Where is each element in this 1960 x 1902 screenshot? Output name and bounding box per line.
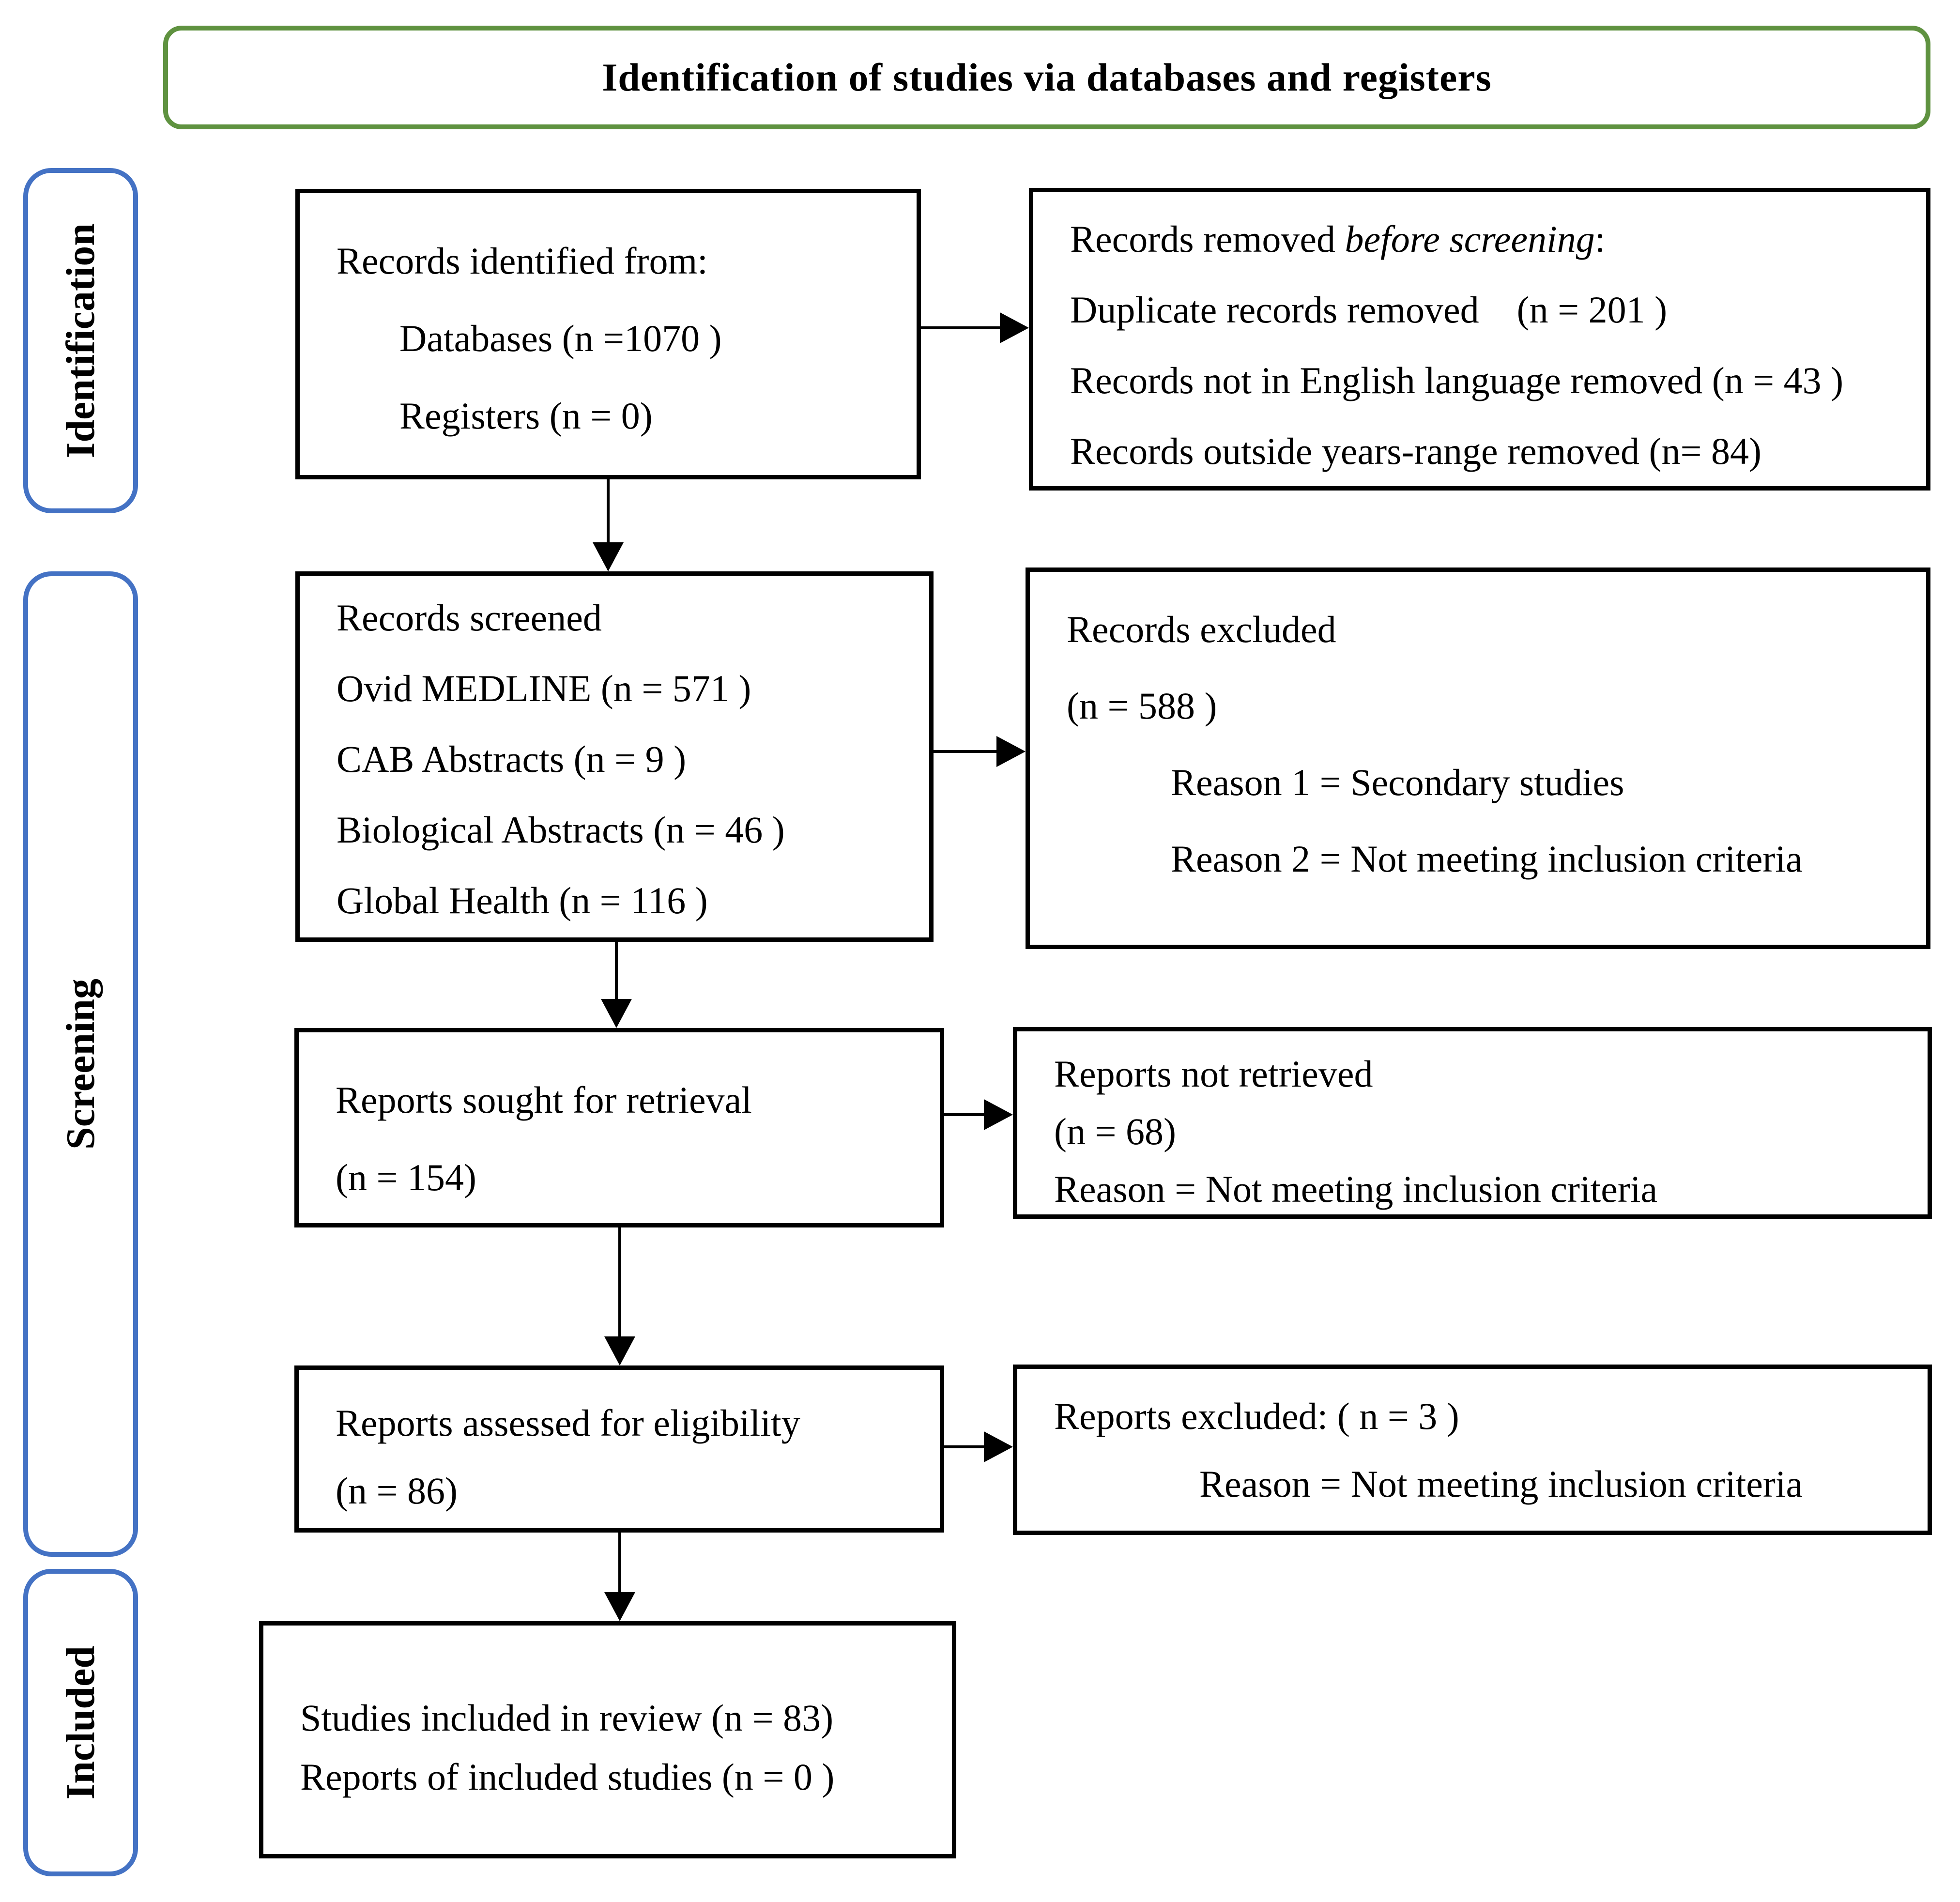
- box-records-screened: Records screened Ovid MEDLINE (n = 571 )…: [295, 571, 934, 942]
- box-records-identified: Records identified from: Databases (n =1…: [295, 189, 921, 479]
- removed-line1-italic: before screening: [1345, 218, 1595, 260]
- box-line: Reports assessed for eligibility: [336, 1402, 800, 1444]
- arrow-head-icon: [984, 1099, 1013, 1130]
- stage-label-included-text: Included: [58, 1645, 103, 1800]
- arrow-head-icon: [996, 736, 1026, 767]
- box-line: Records screened: [337, 597, 602, 639]
- stage-label-screening-text: Screening: [58, 978, 103, 1150]
- box-line: Reports of included studies (n = 0 ): [300, 1756, 835, 1798]
- arrow-shaft: [618, 1227, 621, 1339]
- box-line: Reports sought for retrieval: [336, 1079, 752, 1121]
- arrow-shaft: [944, 1445, 985, 1448]
- box-line: Global Health (n = 116 ): [337, 879, 708, 921]
- arrow-shaft: [921, 326, 1001, 329]
- arrow-head-icon: [593, 542, 624, 571]
- box-line: (n = 68): [1054, 1110, 1176, 1152]
- box-reports-assessed: Reports assessed for eligibility (n = 86…: [294, 1365, 944, 1533]
- stage-label-identification: Identification: [23, 168, 138, 513]
- box-reports-excluded: Reports excluded: ( n = 3 ) Reason = Not…: [1013, 1365, 1932, 1535]
- page-title: Identification of studies via databases …: [602, 55, 1492, 99]
- box-line: Reports not retrieved: [1054, 1053, 1373, 1095]
- box-reports-sought: Reports sought for retrieval (n = 154): [294, 1028, 944, 1227]
- box-line: Ovid MEDLINE (n = 571 ): [337, 667, 751, 709]
- box-line: Databases (n =1070 ): [399, 317, 722, 359]
- box-line: Studies included in review (n = 83): [300, 1697, 834, 1739]
- arrow-head-icon: [601, 999, 632, 1028]
- arrow-shaft: [607, 479, 610, 545]
- box-line: Reason = Not meeting inclusion criteria: [1054, 1168, 1658, 1210]
- box-line: (n = 154): [336, 1156, 476, 1198]
- arrow-shaft: [934, 750, 997, 753]
- stage-label-identification-text: Identification: [58, 223, 103, 459]
- box-line: Reason = Not meeting inclusion criteria: [1199, 1463, 1803, 1505]
- arrow-head-icon: [604, 1592, 635, 1621]
- box-line: Records identified from:: [337, 240, 708, 282]
- box-line: Records removed before screening:: [1070, 204, 1918, 275]
- box-line: Reason 2 = Not meeting inclusion criteri…: [1171, 838, 1803, 880]
- box-studies-included: Studies included in review (n = 83) Repo…: [259, 1621, 956, 1858]
- stage-label-screening: Screening: [23, 571, 138, 1557]
- title-banner: Identification of studies via databases …: [163, 26, 1930, 129]
- box-line: Records not in English language removed …: [1070, 359, 1844, 401]
- box-records-removed: Records removed before screening: Duplic…: [1029, 188, 1930, 491]
- box-line: Registers (n = 0): [399, 395, 653, 437]
- box-reports-not-retrieved: Reports not retrieved (n = 68) Reason = …: [1013, 1027, 1932, 1219]
- box-line: Biological Abstracts (n = 46 ): [337, 809, 785, 851]
- arrow-head-icon: [1000, 312, 1029, 343]
- box-line: Duplicate records removed (n = 201 ): [1070, 289, 1668, 331]
- box-line: Records outside years-range removed (n= …: [1070, 430, 1761, 472]
- arrow-shaft: [944, 1113, 985, 1116]
- box-line: Records excluded: [1067, 608, 1336, 650]
- box-line: (n = 86): [336, 1470, 458, 1512]
- box-line: CAB Abstracts (n = 9 ): [337, 738, 687, 780]
- arrow-shaft: [615, 942, 618, 1001]
- box-records-excluded: Records excluded (n = 588 ) Reason 1 = S…: [1026, 568, 1930, 949]
- stage-label-included: Included: [23, 1569, 138, 1876]
- arrow-head-icon: [984, 1431, 1013, 1462]
- arrow-shaft: [618, 1533, 621, 1595]
- box-line: Reports excluded: ( n = 3 ): [1054, 1395, 1459, 1437]
- removed-line1-suffix: :: [1594, 218, 1606, 260]
- removed-line1-prefix: Records removed: [1070, 218, 1345, 260]
- box-line: Reason 1 = Secondary studies: [1171, 761, 1624, 803]
- box-line: (n = 588 ): [1067, 685, 1217, 727]
- arrow-head-icon: [604, 1336, 635, 1365]
